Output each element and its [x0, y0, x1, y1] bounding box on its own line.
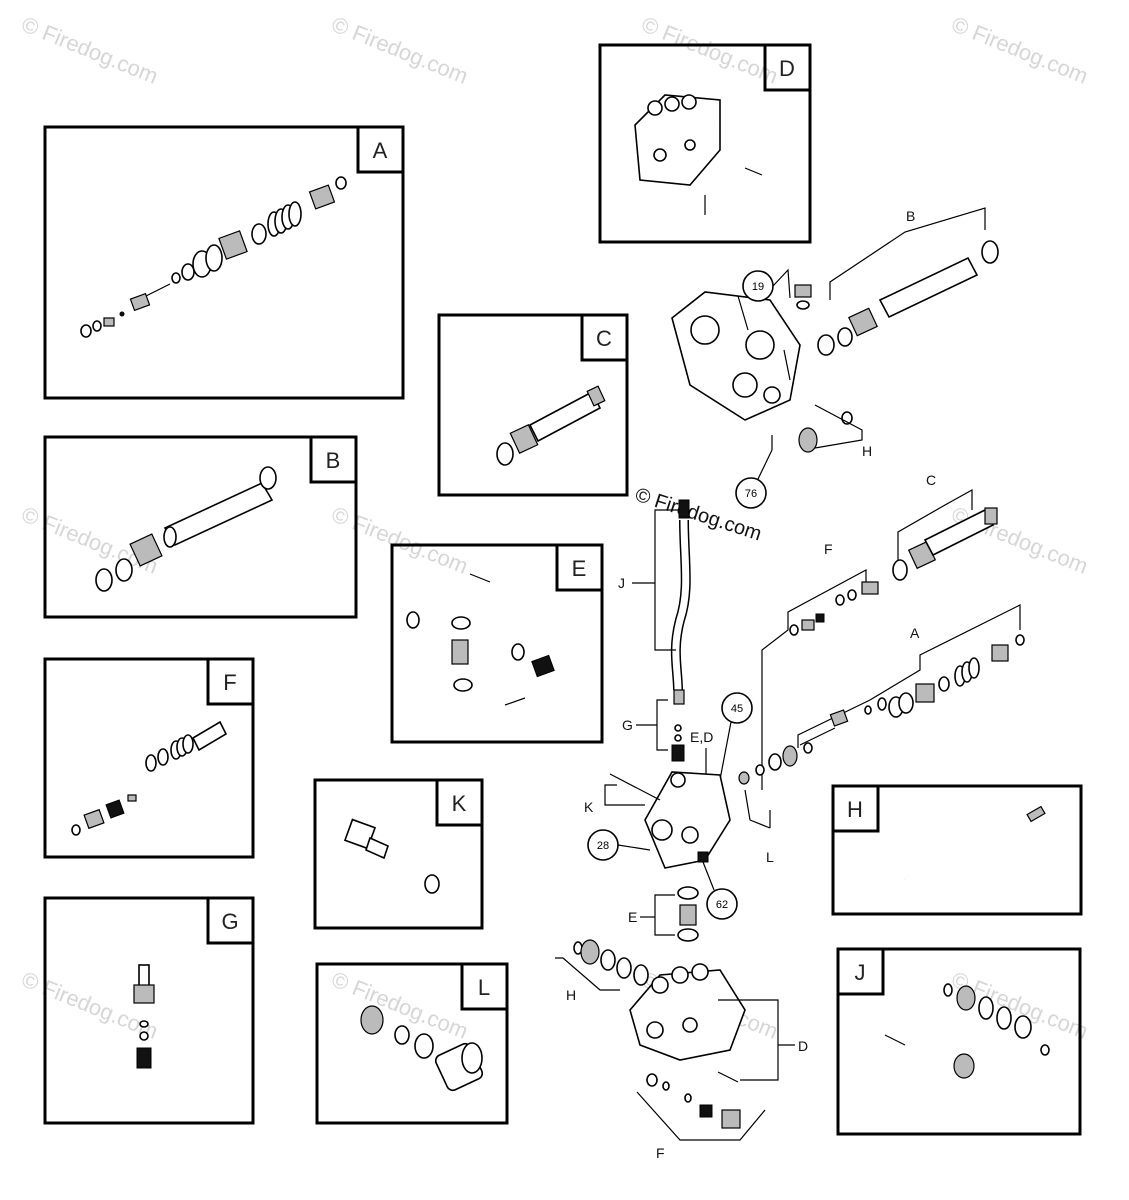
callout-19: 19: [742, 268, 791, 302]
box-l-parts: [360, 1005, 484, 1092]
box-label: E: [572, 556, 587, 581]
box-label: G: [221, 909, 238, 934]
box-d: D: [598, 43, 812, 244]
a-leaders: A: [797, 604, 1025, 748]
box-c: C: [437, 313, 629, 497]
box-b-parts: [95, 466, 277, 592]
lower-manifold: H D F: [555, 939, 808, 1161]
box-e-parts: [406, 573, 555, 706]
label-j: J: [618, 575, 625, 591]
watermark-text: © Firedog.com: [638, 11, 781, 88]
callout-text: 19: [752, 281, 764, 293]
c-leaders: C: [892, 472, 998, 581]
box-j: H: [831, 784, 1083, 916]
box-label: L: [478, 975, 490, 1000]
assembly-leaders-top: B H: [814, 207, 986, 459]
central-manifold: K: [584, 771, 731, 869]
label-k: K: [584, 799, 594, 815]
spring-icon: [954, 657, 980, 687]
box-g-parts: [133, 964, 155, 1069]
box-j-hose: [903, 805, 1046, 883]
e-group-lower: E: [628, 886, 699, 942]
label-b: B: [906, 208, 915, 224]
label-c: C: [926, 472, 936, 488]
box-label: B: [326, 448, 341, 473]
label-f: F: [824, 541, 833, 557]
box-g: G: [43, 896, 255, 1125]
box-h: J: [836, 947, 1082, 1136]
pump-assembly: [671, 240, 999, 453]
callout-text: 76: [745, 488, 757, 500]
watermark-text: © Firedog.com: [328, 501, 471, 578]
main-hose: J: [618, 499, 691, 705]
box-label: J: [855, 960, 866, 985]
watermark-text: © Firedog.com: [948, 11, 1091, 88]
callout-text: 45: [731, 703, 743, 715]
ed-group: E,D: [690, 729, 713, 780]
box-f: F: [43, 657, 255, 859]
spring-icon: [170, 734, 194, 760]
callout-76: 76: [735, 449, 773, 509]
box-label: K: [452, 791, 467, 816]
box-label: C: [596, 326, 612, 351]
box-e: E: [390, 543, 604, 744]
callout-text: 62: [716, 899, 728, 911]
box-b: B: [43, 435, 358, 619]
f-leaders: F: [761, 541, 879, 790]
callout-text: 28: [597, 840, 609, 852]
box-a-parts: [80, 176, 347, 338]
box-label: H: [847, 797, 863, 822]
box-f-parts: [71, 720, 228, 836]
watermark-text: © Firedog.com: [18, 11, 161, 88]
box-label: D: [779, 56, 795, 81]
l-group: L: [738, 742, 813, 865]
label-g: G: [622, 717, 633, 733]
label-h: H: [862, 443, 872, 459]
box-l: L: [315, 962, 509, 1125]
callout-62: 62: [697, 851, 738, 920]
watermark-text: © Firedog.com: [328, 11, 471, 88]
label-a: A: [910, 625, 920, 641]
label-e: E: [628, 909, 637, 925]
box-h-parts: [884, 983, 1050, 1079]
g-group: G: [622, 699, 685, 762]
box-k-parts: [343, 818, 440, 894]
box-k: K: [313, 778, 484, 930]
label-h2: H: [566, 987, 576, 1003]
callout-28: 28: [587, 829, 651, 861]
label-f2: F: [656, 1145, 665, 1161]
watermark-text: © Firedog.com: [948, 501, 1091, 578]
label-l: L: [766, 849, 774, 865]
box-d-manifold: [634, 94, 763, 215]
box-label: F: [223, 670, 236, 695]
box-label: A: [373, 138, 388, 163]
spring-icon: [267, 201, 302, 237]
label-d: D: [798, 1038, 808, 1054]
label-ed: E,D: [690, 729, 713, 745]
box-c-parts: [496, 385, 606, 466]
box-a: A: [43, 125, 405, 400]
